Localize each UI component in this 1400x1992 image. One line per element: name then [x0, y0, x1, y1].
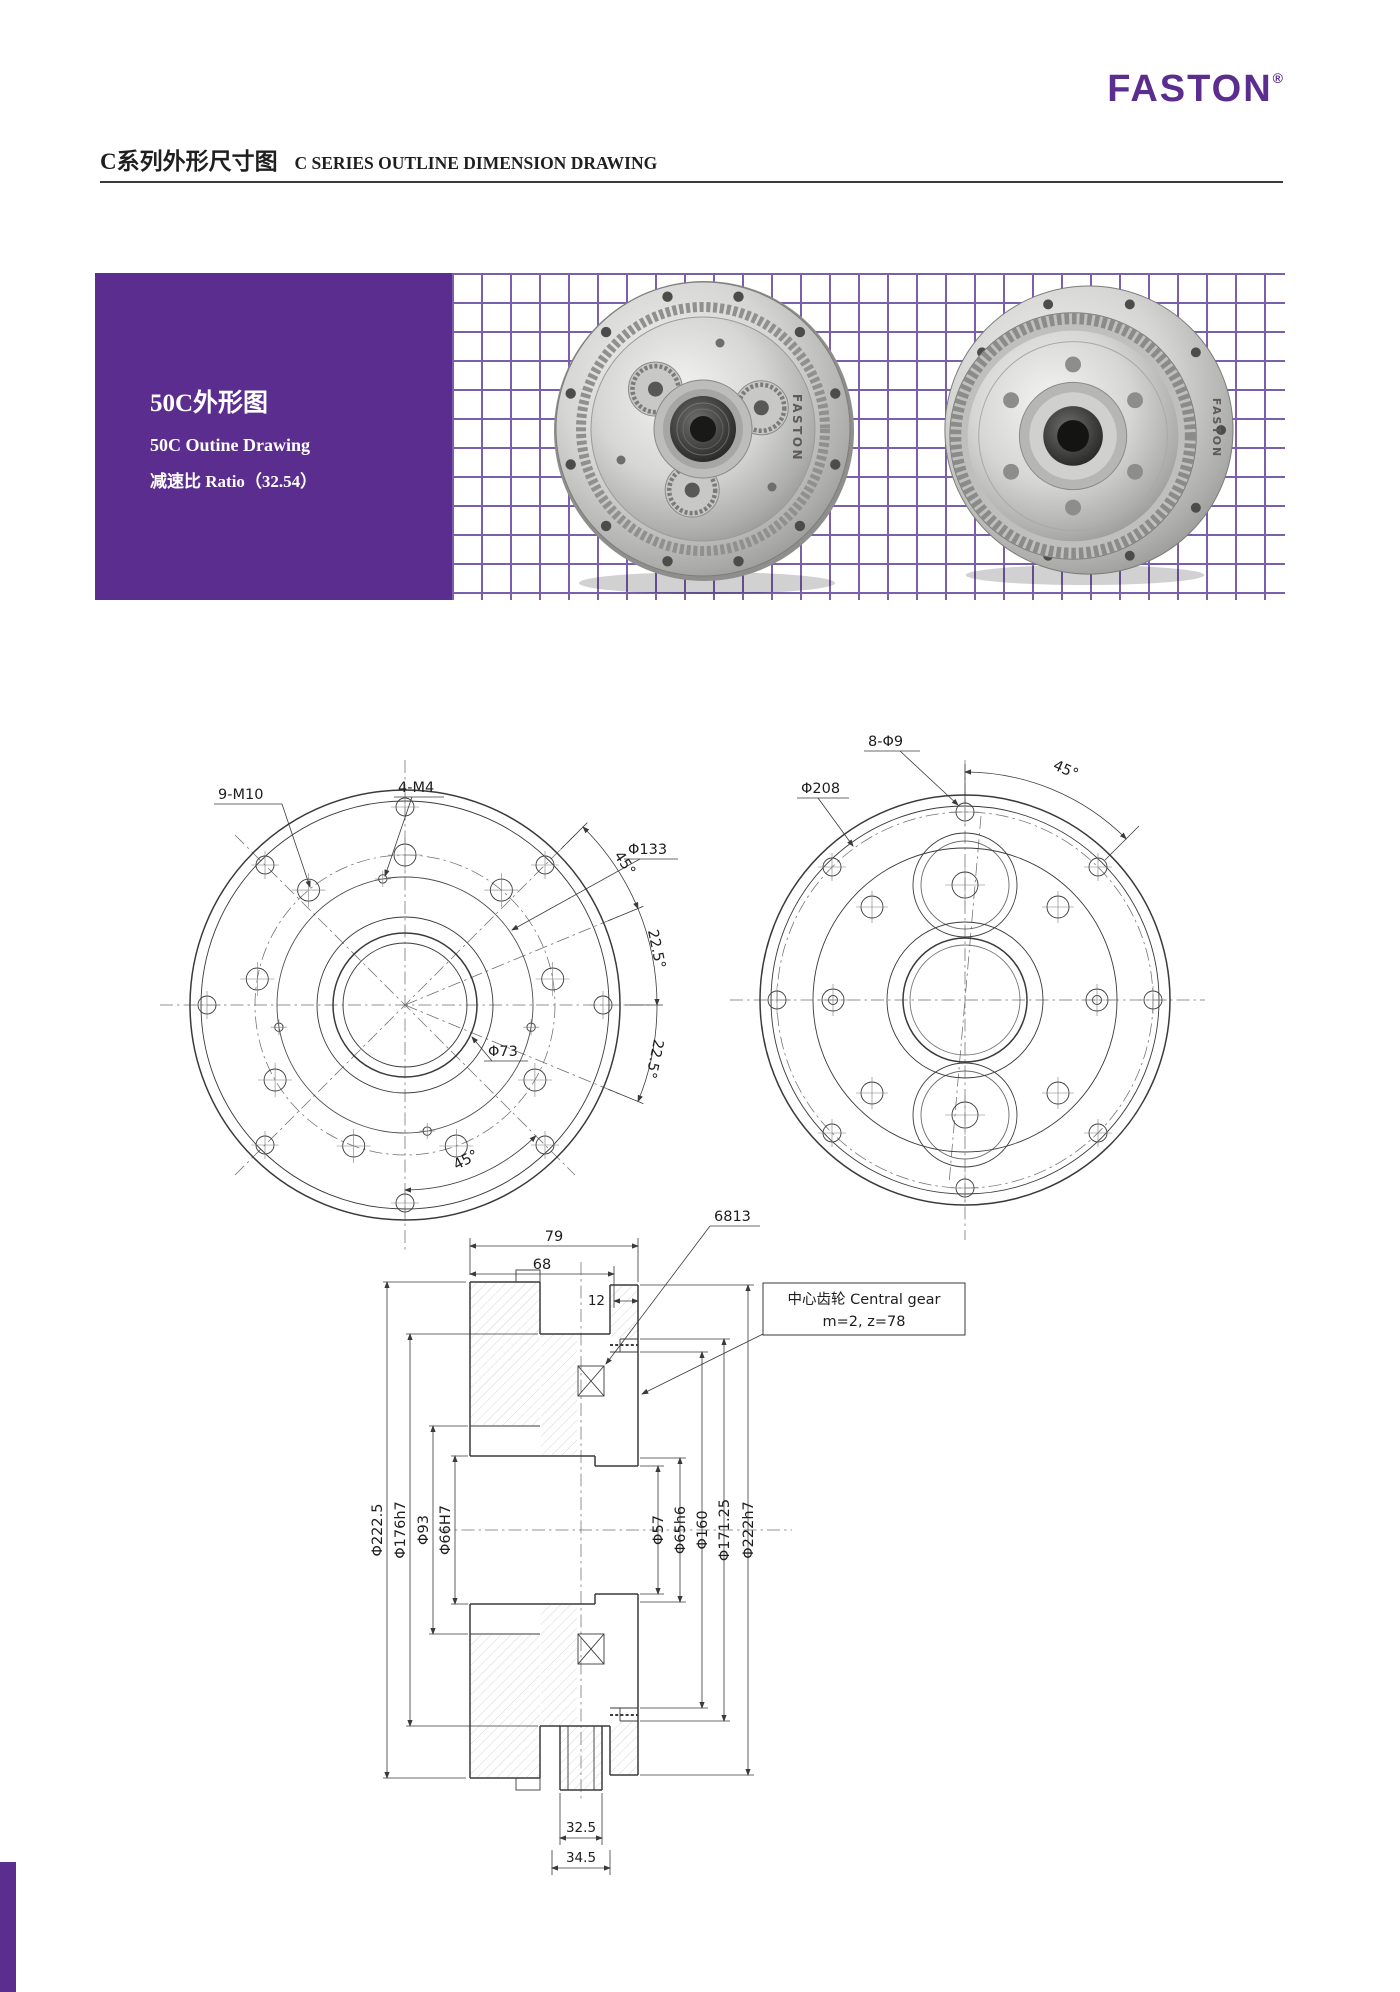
dim-label-9-m10: 9-M10	[218, 787, 263, 803]
side-accent-bar	[0, 1862, 16, 1992]
gear-teeth-ring	[576, 302, 830, 556]
dim-label-345: 34.5	[566, 1850, 596, 1866]
center-bore	[1018, 381, 1128, 491]
photo-logo-engraving: FASTON	[790, 394, 804, 462]
banner-ratio: 减速比 Ratio（32.54）	[150, 472, 318, 491]
center-bore	[653, 379, 753, 479]
gear-note-box	[762, 1282, 966, 1336]
dim-label-68: 68	[533, 1257, 551, 1273]
product-photo-front: FASTON	[554, 281, 854, 594]
dim-label-dia2225: Φ222.5	[370, 1504, 386, 1557]
gear-note-title: 中心齿轮 Central gear	[788, 1291, 941, 1308]
dim-label-dia17125: Φ171.25	[717, 1499, 733, 1561]
photo-logo-engraving: FASTON	[1210, 398, 1223, 458]
dim-label-dia73: Φ73	[488, 1044, 518, 1060]
angle-label-45: 45°	[1051, 758, 1081, 783]
page-title: C系列外形尺寸图 C SERIES OUTLINE DIMENSION DRAW…	[100, 140, 657, 177]
brand-logo-text: FASTON	[1107, 68, 1273, 110]
angle-label-45-bottom: 45°	[451, 1147, 481, 1173]
photo-shadow	[965, 565, 1205, 586]
dim-label-4-m4: 4-M4	[398, 780, 434, 796]
page-title-en: C SERIES OUTLINE DIMENSION DRAWING	[294, 153, 658, 173]
photo-shadow	[579, 572, 835, 594]
brand-logo: FASTON®	[1107, 70, 1283, 108]
front-view-right: 45° 8-Φ9 Φ208	[730, 734, 1205, 1240]
dim-label-dia222h7: Φ222h7	[741, 1501, 757, 1559]
technical-drawings: 9-M10 4-M4 Φ133 Φ73 45° 22.5° 22.5° 45°	[160, 734, 1205, 1875]
dim-label-dia66h7: Φ66H7	[438, 1505, 454, 1555]
dim-label-dia65h6: Φ65h6	[673, 1506, 689, 1554]
dim-label-dia93: Φ93	[416, 1515, 432, 1545]
bearing-callout: 6813	[714, 1209, 751, 1225]
dim-label-12: 12	[588, 1293, 605, 1309]
angle-label-225-bottom: 22.5°	[642, 1038, 666, 1080]
dim-label-dia57: Φ57	[651, 1515, 667, 1545]
front-view-left: 9-M10 4-M4 Φ133 Φ73 45° 22.5° 22.5° 45°	[160, 760, 678, 1250]
dim-label-dia133: Φ133	[628, 842, 667, 858]
banner-info-panel: 50C外形图 50C Outine Drawing 减速比 Ratio（32.5…	[95, 273, 452, 600]
header-rule	[100, 181, 1283, 183]
section-view: 79 68 12 Φ222.5 Φ176h7 Φ93 Φ66H7	[370, 1209, 966, 1875]
banner-title: 50C外形图	[150, 390, 269, 417]
rim-bolt-holes	[565, 291, 841, 567]
gear-note-spec: m=2, z=78	[823, 1314, 906, 1330]
banner-subtitle: 50C Outine Drawing	[150, 435, 311, 455]
dim-label-dia176h7: Φ176h7	[393, 1501, 409, 1559]
dim-label-79: 79	[545, 1229, 563, 1245]
brand-registered-mark: ®	[1272, 70, 1283, 86]
dim-label-dia160: Φ160	[695, 1510, 711, 1549]
section-hatching	[471, 1283, 638, 1790]
dim-label-8-phi9: 8-Φ9	[868, 734, 903, 750]
product-photo-gear-side: FASTON	[944, 285, 1234, 586]
page-title-zh: C系列外形尺寸图	[100, 149, 278, 174]
dim-label-325: 32.5	[566, 1820, 596, 1836]
dim-label-dia208: Φ208	[801, 781, 840, 797]
bearing-section-symbol	[577, 1365, 605, 1665]
angle-label-225-top: 22.5°	[644, 928, 668, 970]
